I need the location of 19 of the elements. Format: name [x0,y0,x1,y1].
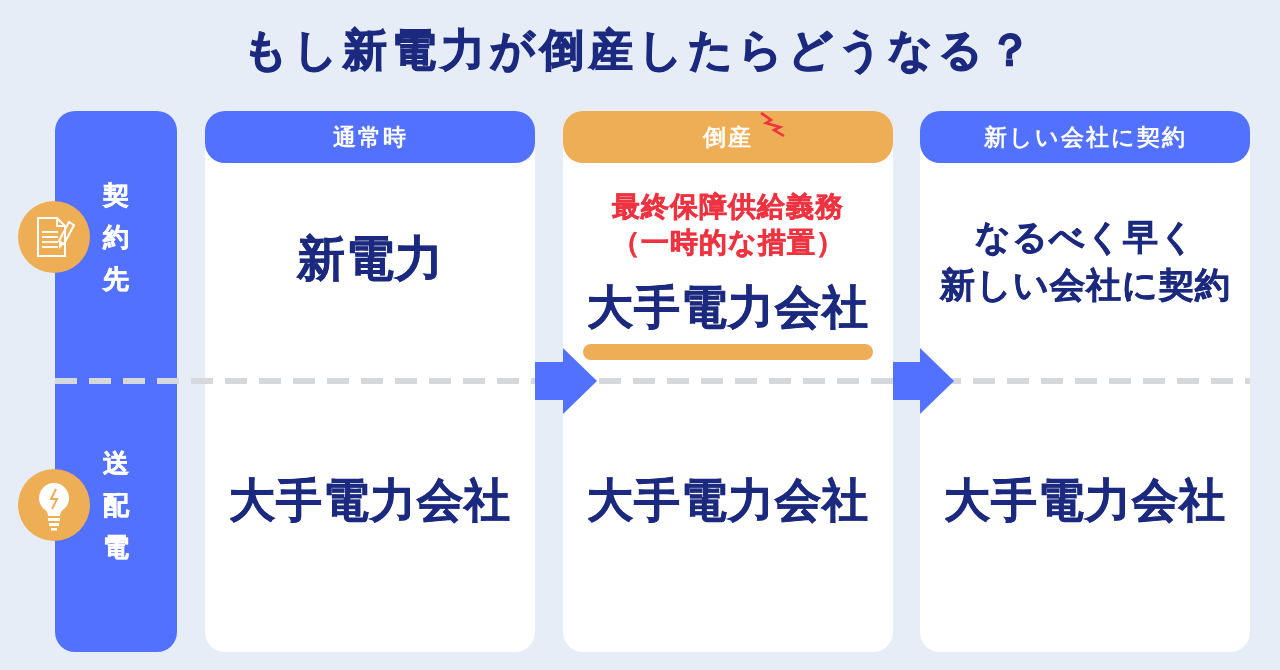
provider-name: 新電力 [296,229,444,287]
column-header: 通常時 [205,111,535,163]
highlighted-provider-name: 大手電力会社 [583,280,873,360]
action-text: なるべく早く新しい会社に契約 [939,216,1231,307]
provider-name: 大手電力会社 [944,472,1226,528]
column-header: 新しい会社に契約 [920,111,1250,163]
row-band [55,111,177,652]
title: もし新電力が倒産したらどうなる？ [243,22,1037,77]
column-panel [920,111,1250,652]
row-label: 送配電 [102,447,130,564]
column-header: 倒産 [563,111,893,163]
obligation-note: 最終保障供給義務（一時的な措置） [611,189,845,261]
column-panel [205,111,535,652]
provider-name: 大手電力会社 [229,472,511,528]
row-label: 契約先 [102,179,130,296]
block-arrow [535,348,597,414]
provider-name: 大手電力会社 [587,472,869,528]
column-panel [563,111,893,652]
block-arrow [893,348,954,414]
